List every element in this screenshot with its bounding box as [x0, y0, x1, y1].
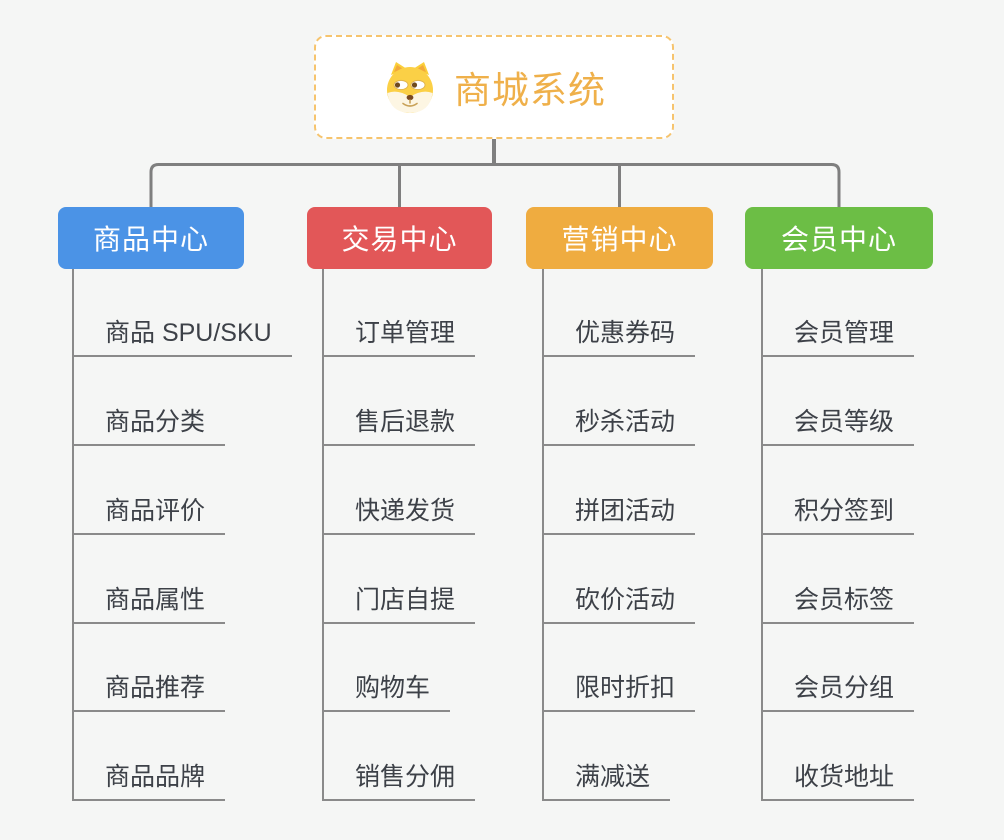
leaf-node-trade-center-2[interactable]: 售后退款 [323, 406, 476, 446]
leaf-node-marketing-center-3[interactable]: 拼团活动 [543, 495, 696, 535]
branch-node-member-center[interactable]: 会员中心 [745, 207, 933, 269]
leaf-node-trade-center-4[interactable]: 门店自提 [323, 584, 476, 624]
leaf-node-product-center-4[interactable]: 商品属性 [73, 584, 226, 624]
leaf-node-marketing-center-1[interactable]: 优惠券码 [543, 317, 696, 357]
leaf-node-trade-center-1[interactable]: 订单管理 [323, 317, 476, 357]
leaf-node-member-center-1[interactable]: 会员管理 [762, 317, 915, 357]
branch-node-label: 交易中心 [341, 224, 458, 255]
branch-node-label: 商品中心 [92, 224, 209, 255]
leaf-node-member-center-5[interactable]: 会员分组 [762, 672, 915, 712]
leaf-node-trade-center-3[interactable]: 快递发货 [323, 495, 476, 535]
leaf-node-member-center-6[interactable]: 收货地址 [762, 761, 915, 801]
leaf-node-marketing-center-2[interactable]: 秒杀活动 [543, 406, 696, 446]
branch-node-label: 会员中心 [780, 224, 897, 255]
leaf-node-product-center-1[interactable]: 商品 SPU/SKU [73, 317, 292, 357]
branch-spine [72, 269, 74, 801]
branch-node-label: 营销中心 [561, 224, 678, 255]
leaf-node-trade-center-6[interactable]: 销售分佣 [323, 761, 476, 801]
branch-node-marketing-center[interactable]: 营销中心 [526, 207, 713, 269]
leaf-node-marketing-center-4[interactable]: 砍价活动 [543, 584, 696, 624]
branch-node-product-center[interactable]: 商品中心 [58, 207, 244, 269]
branch-node-trade-center[interactable]: 交易中心 [307, 207, 492, 269]
leaf-node-member-center-2[interactable]: 会员等级 [762, 406, 915, 446]
leaf-node-marketing-center-5[interactable]: 限时折扣 [543, 672, 696, 712]
branch-spine [322, 269, 324, 801]
leaf-node-member-center-4[interactable]: 会员标签 [762, 584, 915, 624]
leaf-node-marketing-center-6[interactable]: 满减送 [543, 761, 671, 801]
branch-spine [542, 269, 544, 801]
leaf-node-product-center-5[interactable]: 商品推荐 [73, 672, 226, 712]
root-node[interactable]: 商城系统 [314, 35, 674, 139]
root-node-title: 商城系统 [454, 70, 606, 111]
leaf-node-product-center-3[interactable]: 商品评价 [73, 495, 226, 535]
dog-face-icon [382, 59, 438, 115]
leaf-node-member-center-3[interactable]: 积分签到 [762, 495, 915, 535]
branch-spine [761, 269, 763, 801]
leaf-node-trade-center-5[interactable]: 购物车 [323, 672, 451, 712]
leaf-node-product-center-6[interactable]: 商品品牌 [73, 761, 226, 801]
leaf-node-product-center-2[interactable]: 商品分类 [73, 406, 226, 446]
